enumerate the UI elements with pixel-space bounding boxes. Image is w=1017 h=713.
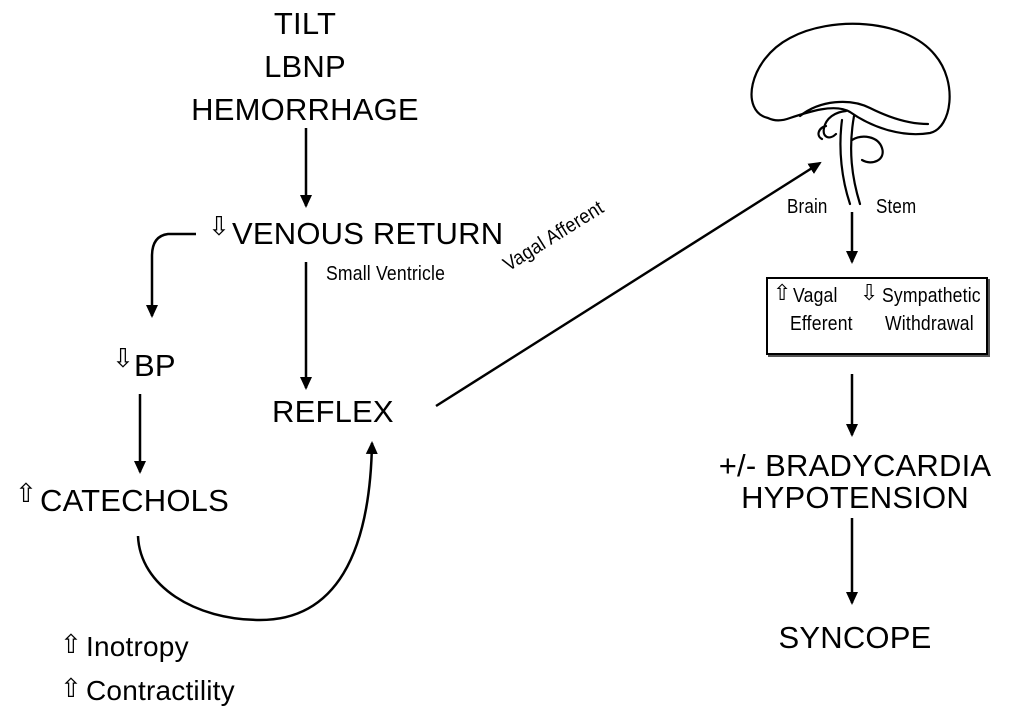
brain-icon <box>752 24 950 204</box>
stem-label: Stem <box>876 197 916 217</box>
venous-return-label: VENOUS RETURN <box>232 218 503 249</box>
withdrawal-label: Withdrawal <box>885 314 974 334</box>
up-arrow-icon: ⇧ <box>773 282 791 304</box>
bp-label: BP <box>134 350 176 381</box>
bradycardia-label: +/- BRADYCARDIA <box>695 450 1015 481</box>
efferent-label: Efferent <box>790 314 853 334</box>
trigger-lbnp: LBNP <box>205 51 405 82</box>
catechols-label: CATECHOLS <box>40 485 229 516</box>
trigger-tilt: TILT <box>205 8 405 39</box>
sympathetic-label: Sympathetic <box>882 286 981 306</box>
contractility-label: Contractility <box>86 677 235 705</box>
arrow-reflex-to-brain <box>436 163 820 406</box>
arrow-catechols-to-reflex <box>138 443 372 620</box>
up-arrow-icon: ⇧ <box>15 480 37 506</box>
syncope-label: SYNCOPE <box>745 622 965 653</box>
arrow-venous-return-to-bp <box>152 234 196 316</box>
trigger-hemorrhage: HEMORRHAGE <box>155 94 455 125</box>
down-arrow-icon: ⇩ <box>112 345 134 371</box>
up-arrow-icon: ⇧ <box>60 631 82 657</box>
brain-label: Brain <box>787 197 828 217</box>
down-arrow-icon: ⇩ <box>208 213 230 239</box>
down-arrow-icon: ⇩ <box>860 282 878 304</box>
hypotension-label: HYPOTENSION <box>695 482 1015 513</box>
up-arrow-icon: ⇧ <box>60 675 82 701</box>
inotropy-label: Inotropy <box>86 633 189 661</box>
reflex-label: REFLEX <box>272 396 394 427</box>
small-ventricle-label: Small Ventricle <box>326 264 445 284</box>
vagal-label: Vagal <box>793 286 838 306</box>
